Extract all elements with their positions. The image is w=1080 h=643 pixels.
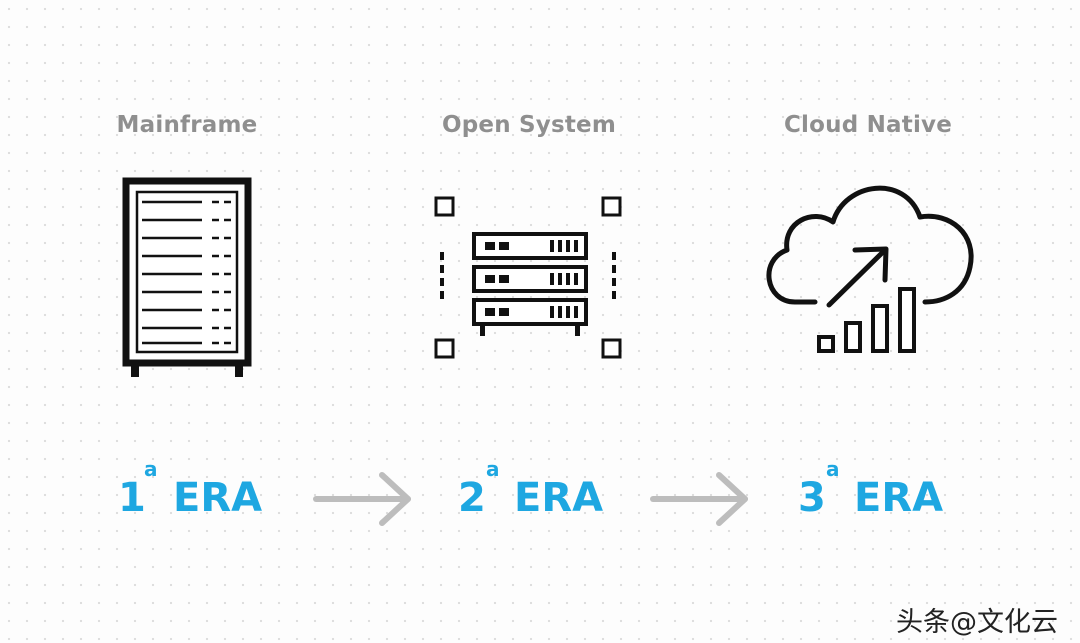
era-number: 2: [458, 475, 486, 521]
era-number: 1: [118, 475, 146, 521]
era-word: ERA: [854, 475, 944, 521]
mainframe-rack-icon: [122, 177, 252, 377]
watermark: 头条@文化云: [896, 607, 1058, 638]
era-title-open-system: Open System: [441, 112, 616, 138]
era-label-1: 1 a ERA: [118, 455, 378, 535]
era-superscript: a: [486, 457, 500, 481]
arrow-right-icon: [313, 472, 411, 526]
era-word: ERA: [173, 475, 263, 521]
server-stack-icon: [434, 196, 622, 359]
era-superscript: a: [826, 457, 840, 481]
era-title-mainframe: Mainframe: [116, 112, 258, 138]
era-label-3: 3 a ERA: [798, 455, 1058, 535]
arrow-right-icon: [650, 472, 748, 526]
era-superscript: a: [144, 457, 158, 481]
cloud-growth-icon: [766, 185, 974, 353]
era-title-cloud-native: Cloud Native: [783, 112, 953, 138]
era-label-2: 2 a ERA: [458, 455, 718, 535]
era-word: ERA: [514, 475, 604, 521]
era-number: 3: [798, 475, 826, 521]
